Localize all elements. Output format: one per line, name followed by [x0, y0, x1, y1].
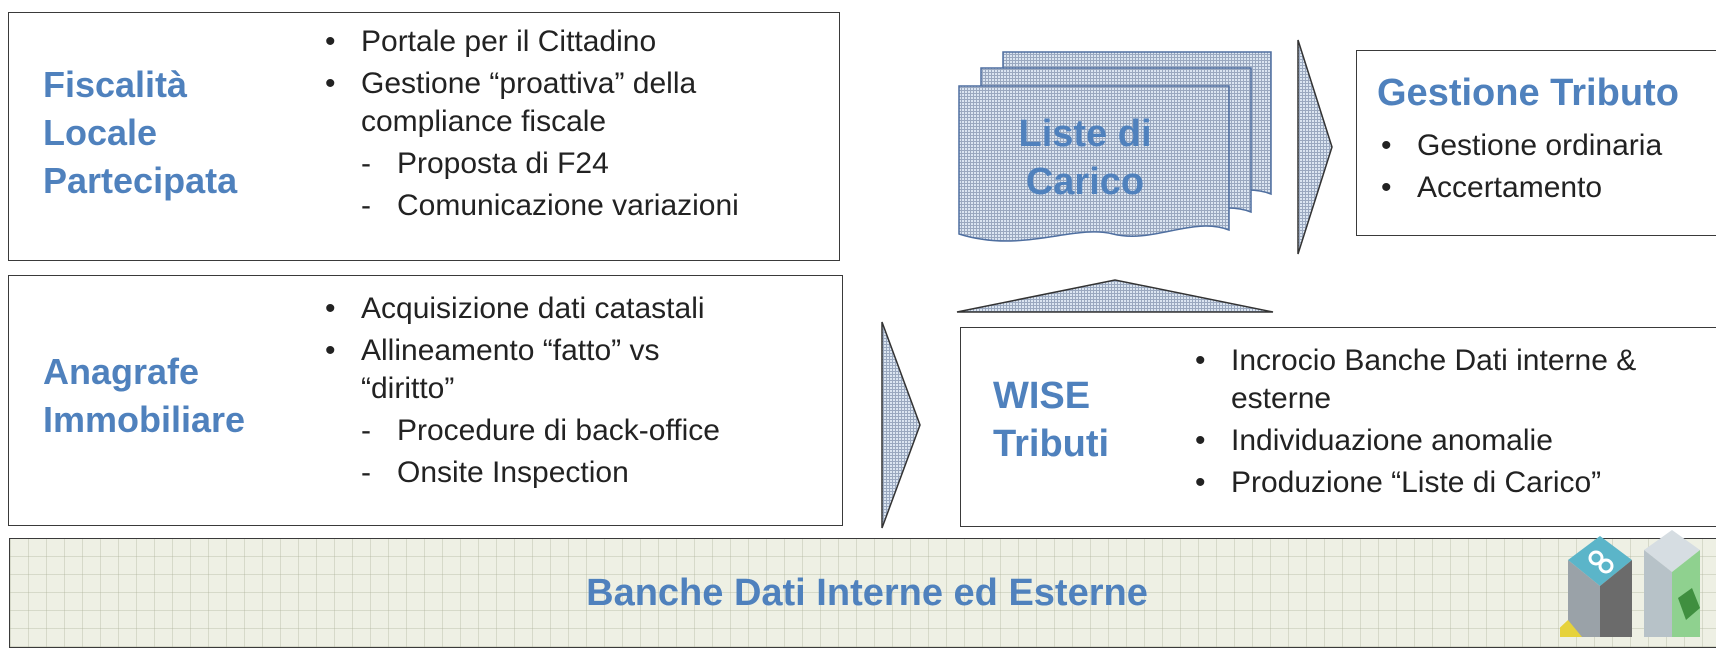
wise-box: WISE Tributi Incrocio Banche Dati intern…: [960, 327, 1716, 527]
arrow-right-icon: [1297, 39, 1333, 255]
list-item: Acquisizione dati catastali: [321, 290, 831, 328]
list-item: Onsite Inspection: [321, 454, 831, 492]
gestione-list: Gestione ordinaria Accertamento: [1377, 127, 1716, 211]
list-item: Accertamento: [1377, 169, 1716, 207]
list-item: Individuazione anomalie: [1191, 422, 1711, 460]
anagrafe-title: Anagrafe Immobiliare: [43, 351, 246, 440]
gestione-title: Gestione Tributo: [1377, 72, 1679, 114]
list-item: Portale per il Cittadino: [321, 23, 831, 61]
fiscalita-list: Portale per il Cittadino Gestione “proat…: [321, 23, 831, 229]
fiscalita-title: Fiscalità Locale Partecipata: [43, 64, 238, 201]
liste-di-carico-docs: [958, 51, 1272, 242]
list-item: Allineamento “fatto” vs “diritto”: [321, 332, 741, 408]
gestione-box: Gestione Tributo Gestione ordinaria Acce…: [1356, 50, 1716, 236]
list-item: Gestione “proattiva” della compliance fi…: [321, 65, 831, 141]
anagrafe-box: Anagrafe Immobiliare Acquisizione dati c…: [8, 275, 843, 526]
arrow-up-icon: [956, 279, 1274, 313]
list-item: Incrocio Banche Dati interne & esterne: [1191, 342, 1711, 418]
banche-title: Banche Dati Interne ed Esterne: [586, 572, 1148, 614]
list-item: Proposta di F24: [321, 145, 831, 183]
anagrafe-list: Acquisizione dati catastali Allineamento…: [321, 290, 831, 496]
arrow-right-icon: [881, 321, 921, 529]
wise-list: Incrocio Banche Dati interne & esterne I…: [1191, 342, 1711, 506]
list-item: Produzione “Liste di Carico”: [1191, 464, 1711, 502]
wise-title: WISE Tributi: [993, 375, 1110, 465]
list-item: Comunicazione variazioni: [321, 187, 831, 225]
liste-title: Liste di Carico: [1018, 113, 1152, 203]
logo-icon: [1560, 530, 1700, 637]
fiscalita-box: Fiscalità Locale Partecipata Portale per…: [8, 12, 840, 261]
list-item: Procedure di back-office: [321, 412, 831, 450]
list-item: Gestione ordinaria: [1377, 127, 1716, 165]
banche-dati-banner: Banche Dati Interne ed Esterne: [9, 538, 1716, 648]
